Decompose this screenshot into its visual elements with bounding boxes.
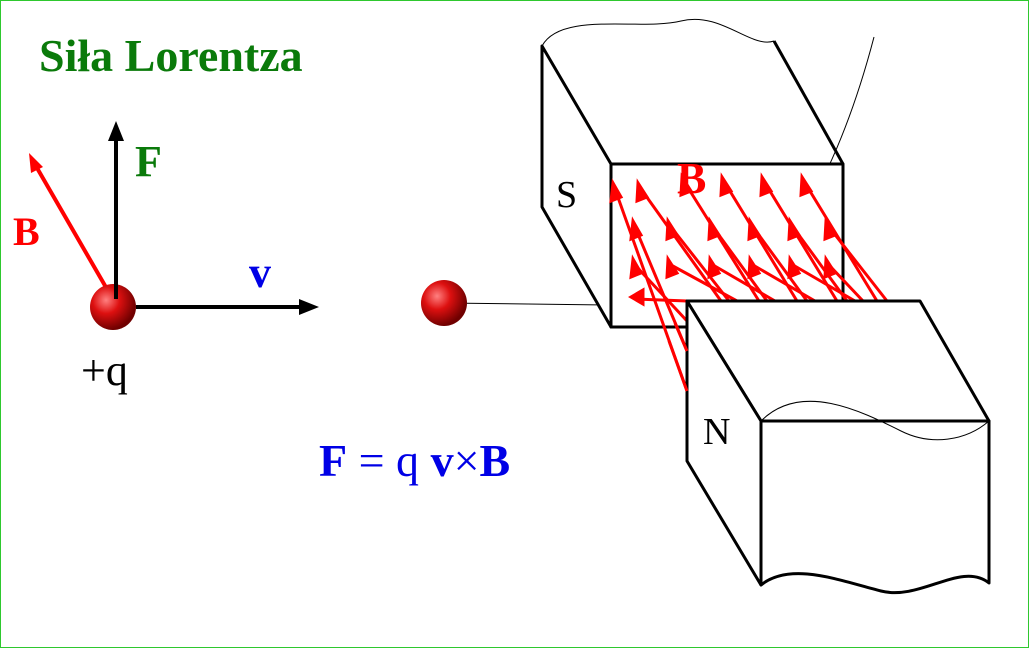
velocity-vector-arrowhead [299,299,319,315]
field-vector-label: B [13,209,40,254]
north-pole-magnet: N [685,299,991,595]
lorentz-formula: F = q v×B [319,435,510,486]
field-lines-over-north [667,322,689,392]
velocity-vector-label: v [249,248,271,297]
magnet-field-label: B [677,154,706,203]
north-pole-label: N [703,411,730,453]
south-pole-label: S [556,174,577,216]
force-vector-label: F [135,137,162,186]
vector-diagram: B F v +q [13,121,319,395]
field-vector-arrowhead [29,153,43,173]
formula-cross: × [454,435,480,486]
charge-particle [90,284,136,330]
formula-equals-q: = q [347,435,430,486]
field-vector-arrow [31,159,113,298]
charge-label: +q [81,346,128,395]
formula-velocity: v [431,435,454,486]
magnetic-field-lines [609,172,889,392]
page-title: Siła Lorentza [39,30,303,81]
formula-force: F [319,435,347,486]
force-vector-arrowhead [108,121,124,141]
formula-field: B [480,435,511,486]
moving-charge [421,280,467,326]
